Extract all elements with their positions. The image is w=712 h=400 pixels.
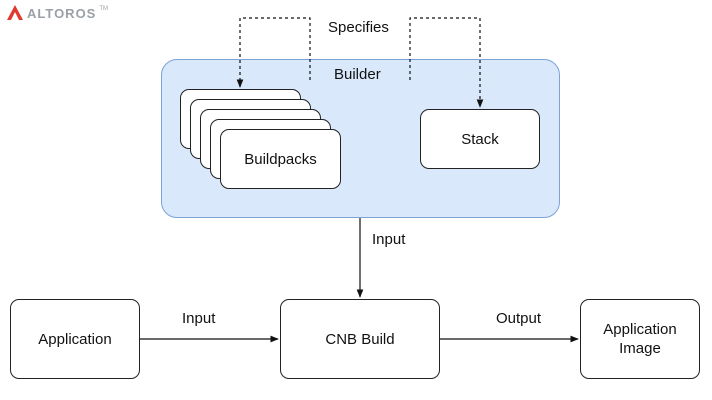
altoros-logo: ALTOROS TM — [6, 4, 108, 22]
builder-title: Builder — [334, 66, 381, 83]
application-input-label: Input — [182, 310, 216, 327]
cnb-build-label: CNB Build — [325, 330, 395, 348]
specifies-arrow-stack — [409, 17, 484, 108]
application-node: Application — [10, 299, 140, 379]
application-image-label-line1: Application — [603, 321, 677, 338]
specifies-arrow-buildpacks — [236, 17, 311, 88]
buildpacks-node: Buildpacks — [220, 129, 341, 189]
application-image-label-line2: Image — [619, 340, 661, 357]
application-image-node: Application Image — [580, 299, 700, 379]
builder-input-label: Input — [372, 231, 406, 248]
cnb-build-node: CNB Build — [280, 299, 440, 379]
specifies-label: Specifies — [328, 19, 389, 36]
application-label: Application — [38, 330, 112, 348]
brand-trademark: TM — [99, 6, 109, 12]
altoros-mark-icon — [7, 5, 23, 20]
stack-label: Stack — [461, 130, 499, 148]
buildpacks-label: Buildpacks — [244, 150, 317, 168]
brand-name: ALTOROS — [27, 5, 97, 21]
stack-node: Stack — [420, 109, 540, 169]
output-label: Output — [496, 310, 542, 327]
